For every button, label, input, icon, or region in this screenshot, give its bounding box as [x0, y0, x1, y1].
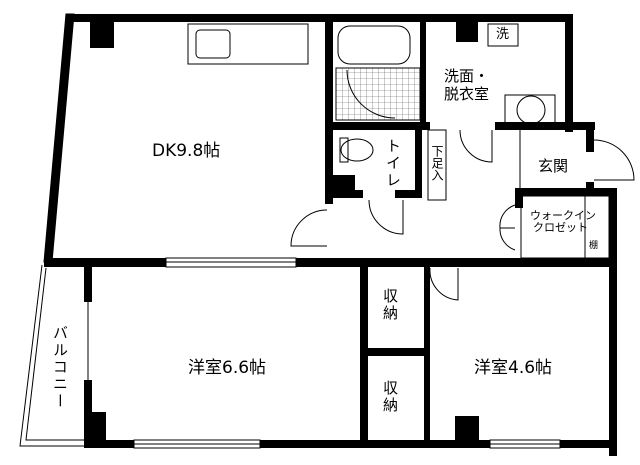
- walls: [44, 14, 617, 456]
- room-label-dk: DK9.8帖: [152, 141, 221, 161]
- closet-label-1: ウォークイン: [530, 209, 596, 222]
- room-label-entrance: 玄関: [538, 157, 569, 175]
- storage-label-2: 収納: [381, 380, 399, 414]
- room-label-washroom-2: 脱衣室: [444, 85, 490, 103]
- shelf-label: 棚: [589, 241, 599, 251]
- room-label-washroom-1: 洗面・: [444, 67, 490, 85]
- shoe-storage-label: 下足入: [430, 145, 444, 181]
- balcony-label: バルコニー: [51, 325, 69, 410]
- storage-label-1: 収納: [381, 288, 399, 322]
- room-label-western-b: 洋室4.6帖: [474, 358, 553, 378]
- washer-label: 洗: [496, 27, 510, 42]
- closet-label-2: クロゼット: [533, 221, 588, 234]
- room-label-toilet: トイレ: [384, 138, 402, 189]
- outlines: [19, 13, 635, 449]
- room-label-western-a: 洋室6.6帖: [188, 358, 267, 378]
